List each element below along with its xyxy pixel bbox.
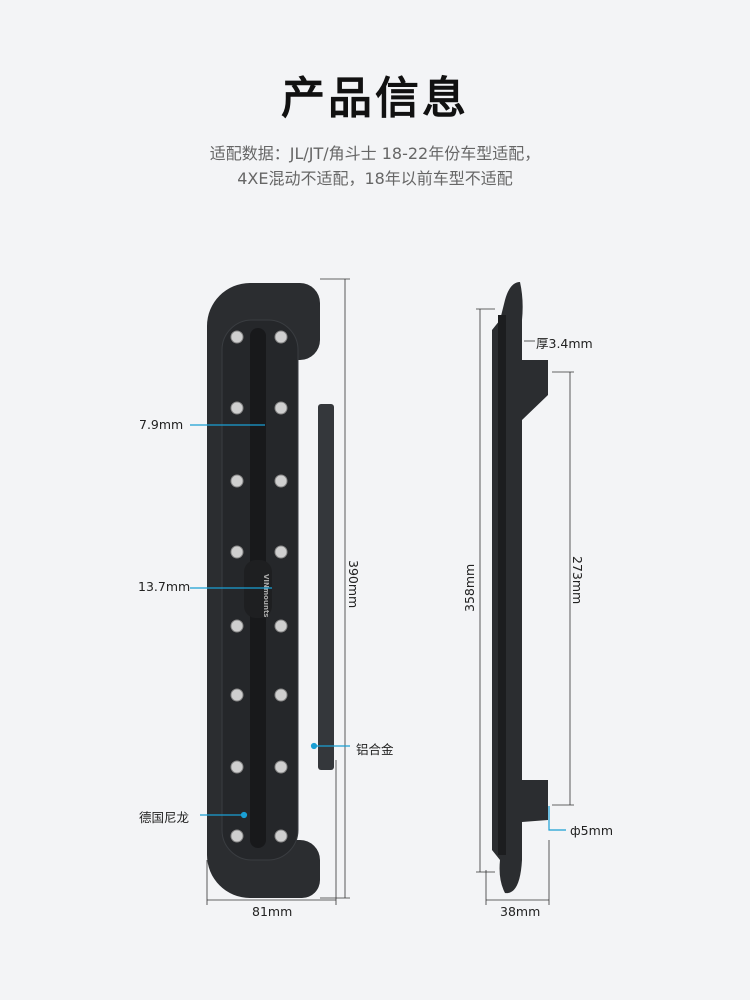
aluminum-label: 铝合金 <box>356 742 394 757</box>
compat-line-2: 4XE混动不适配，18年以前车型不适配 <box>237 169 513 188</box>
side-dimension-lines <box>476 308 574 905</box>
width-label: 81mm <box>252 904 293 919</box>
front-plate: VINmounts <box>207 283 334 898</box>
slot-width-label: 7.9mm <box>139 417 184 432</box>
front-dimension-lines <box>206 278 350 905</box>
center-width-label: 13.7mm <box>138 579 191 594</box>
brand-logo: VINmounts <box>262 574 270 617</box>
outer-length-label: 358mm <box>462 563 477 612</box>
depth-label: 38mm <box>500 904 541 919</box>
screw-holes <box>230 330 288 843</box>
side-callouts <box>548 806 566 831</box>
nylon-label: 德国尼龙 <box>139 810 190 825</box>
side-plate <box>492 282 548 894</box>
page-title: 产品信息 <box>281 73 469 124</box>
length-label: 390mm <box>346 560 361 609</box>
compat-line-1: 适配数据：JL/JT/角斗士 18-22年份车型适配， <box>209 144 541 163</box>
hole-diameter-label: ф5mm <box>570 823 613 838</box>
front-callouts <box>190 424 350 819</box>
thickness-label: 厚3.4mm <box>536 336 593 351</box>
hole-spacing-label: 273mm <box>570 556 585 605</box>
